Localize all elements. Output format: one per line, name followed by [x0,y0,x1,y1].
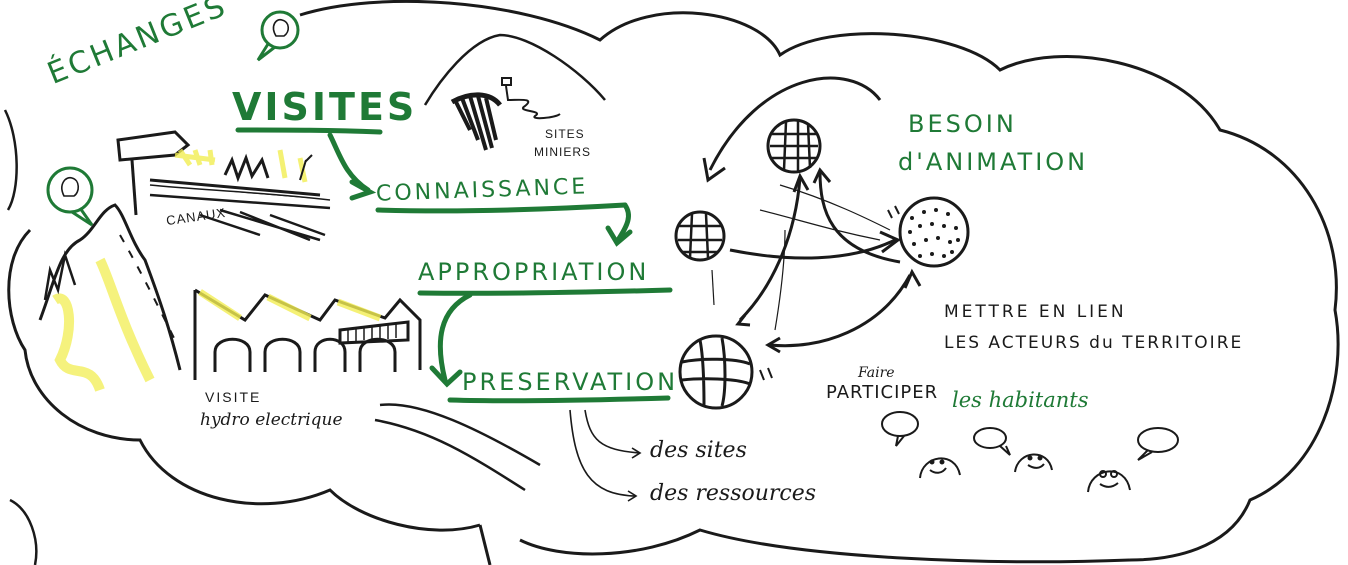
label-sites-miniers-1: SITES [545,127,585,141]
network-arrows [702,76,922,354]
label-besoin: BESOIN [908,110,1017,138]
label-des-sites: des sites [650,438,747,463]
label-preservation: PRESERVATION [462,368,679,396]
label-hydro-electrique: hydro electrique [200,410,343,430]
globe-icon-bottom [678,334,773,410]
label-visites: VISITES [232,85,418,129]
factory-icon [193,288,422,380]
label-sites-miniers-2: MINIERS [534,145,592,159]
label-des-ressources: des ressources [650,481,817,506]
signpost-icon [116,130,191,216]
label-acteurs-territoire: LES ACTEURS du TERRITOIRE [944,333,1244,353]
mountain-icon [423,33,606,151]
globe-icon-right [887,196,970,268]
label-animation: d'ANIMATION [898,148,1089,176]
canals-drawing [149,148,331,242]
green-flow-arrows [235,127,673,404]
label-faire: Faire [858,365,895,381]
globe-icon-left [674,210,726,262]
lightbulb-icon-left [46,166,94,227]
globe-icon-top [766,118,822,174]
label-visite: VISITE [205,389,262,405]
speech-bubble-icon [881,411,1179,461]
lightbulb-icon-top [256,10,300,62]
label-mettre-en-lien: METTRE EN LIEN [944,302,1127,322]
label-les-habitants: les habitants [952,388,1089,412]
label-appropriation: APPROPRIATION [418,258,650,286]
face-icon [919,453,1131,493]
cloud-outline [7,0,1340,562]
label-participer: PARTICIPER [826,382,939,403]
output-arrows [569,409,642,502]
